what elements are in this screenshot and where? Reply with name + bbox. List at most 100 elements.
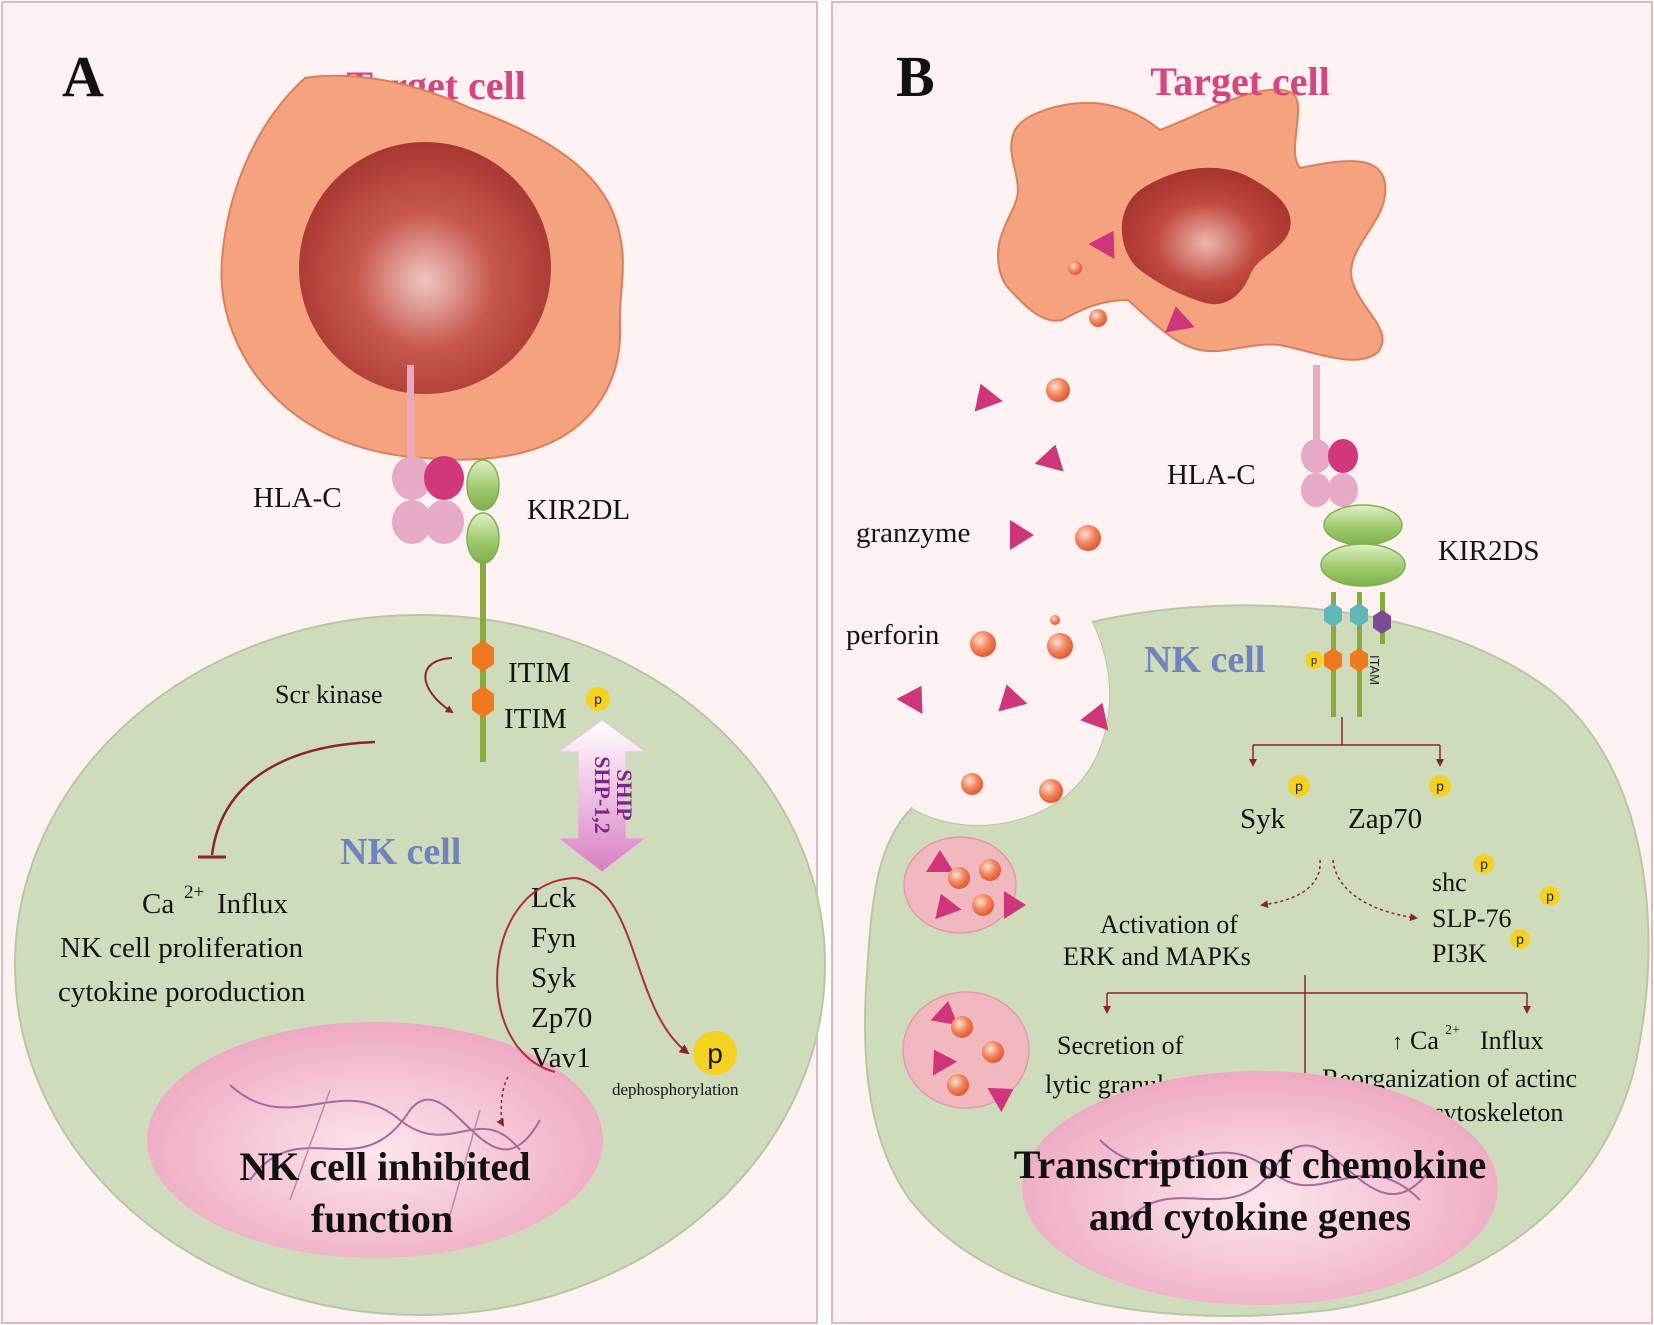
panel-a-proliferation: NK cell proliferation [60,932,304,964]
panel-b-shc-phospho [1474,854,1494,874]
panel-a-ca-influx: Influx [217,888,288,920]
panel-a-hla-domain [424,456,464,500]
vesicle-granzyme [935,893,962,920]
granzyme-granule [1165,306,1195,333]
panel-b-synapse-pocket [912,610,1110,825]
panel-b-shc-phospho-text: p [1480,856,1488,872]
panel-a-scr-arrow [424,657,454,714]
panel-b-letter: B [896,44,935,109]
panel-a-itim-label: ITIM [508,657,571,689]
panel-a-ca-symbol: Ca [142,888,174,920]
panel-b-syk-phospho [1288,775,1310,797]
panel-a-shp-label: SHP-1,2 [590,756,615,834]
vesicle-granzyme [926,850,954,872]
panel-a: A Target cell HLA-C KIR2DL ITIM ITIM p S… [1,1,826,1324]
granzyme-granule [1010,520,1034,550]
panel-a-dna-strand [229,1084,521,1151]
panel-a-nk-cell-label: NK cell [340,831,461,873]
panel-b-syk: Syk [1240,803,1286,835]
panel-b-activation-line1: Activation of [1100,910,1238,939]
granzyme-granule [1088,230,1115,260]
panel-a-inhibited-line2: function [311,1196,453,1241]
panel-b-zap70: Zap70 [1348,803,1422,835]
panel-b-nk-nucleus [1022,1071,1498,1305]
panel-b-slp76-phospho [1540,886,1560,906]
panel-b-ca-symbol: Ca [1410,1026,1439,1055]
panel-b-activation-line2: ERK and MAPKs [1063,942,1251,971]
panel-a-hla-domain [392,500,432,544]
panel-a-kinase-item: Lck [531,882,577,914]
panel-b-granzyme-label: granzyme [856,517,970,549]
panel-b-adaptor-arrow [1332,859,1418,922]
panel-b-slp76: SLP-76 [1432,904,1511,933]
panel-a-dephos-label: dephosphorylation [612,1080,739,1099]
panel-a-hla-domain [392,456,432,500]
panel-a-itim-motif [472,640,494,672]
panel-b-target-nucleus [1121,167,1291,305]
panel-a-target-nucleus [299,142,551,394]
granzyme-granule [1034,444,1064,472]
panel-b-hla-domain [1301,473,1331,507]
vesicle-granzyme [987,1087,1014,1113]
panel-b-pi3k: PI3K [1432,939,1487,968]
panel-b-zap70-phospho [1429,775,1451,797]
panel-b-itam-phospho [1305,651,1323,669]
panel-b-hla-domain [1328,439,1358,473]
granzyme-granule [896,685,923,715]
panel-b-hla-domain [1328,473,1358,507]
panel-b-vesicle-contents [926,850,1026,1113]
panel-a-scr-kinase-label: Scr kinase [275,680,383,709]
panel-a-kinase-item: Zp70 [531,1002,592,1034]
panel-b-ca-superscript: 2+ [1445,1023,1460,1038]
panel-a-ship-label: SHIP [612,769,637,820]
panel-b-target-cell-title: Target cell [1150,59,1330,104]
panel-a-kinase-item: Fyn [531,922,577,954]
panel-a-dna-rungs [289,1089,481,1216]
panel-b-adaptor-motif [1350,603,1368,627]
vesicle-perforin [979,859,1001,881]
panel-b-pi3k-phospho [1510,929,1530,949]
vesicle-granzyme [932,1049,958,1076]
panel-a-hla-domain [424,500,464,544]
vesicle-perforin [972,894,994,916]
panel-b-ca-influx: Influx [1480,1026,1544,1055]
perforin-granule [1075,525,1101,551]
perforin-granule [961,773,983,795]
panel-b-slp76-phospho-text: p [1546,888,1554,904]
panel-b-receptor-label: KIR2DS [1438,535,1540,567]
panel-a-kir-domain [466,459,500,511]
panel-b-itam-motif [1350,648,1368,672]
panel-a-dephos-badge [693,1031,737,1075]
panel-a-inhibited-line1: NK cell inhibited [239,1144,530,1189]
panel-b-hla-stem [1313,365,1320,443]
panel-b-itam-label: ITAM [1367,655,1382,685]
panel-b-dna-strand [1119,1144,1431,1231]
panel-a-itim-motif [472,686,494,718]
perforin-granule [1068,261,1082,275]
panel-b-particles [896,230,1195,803]
panel-b-adaptor-motif [1373,610,1391,634]
panel-a-shp-arrow [556,719,648,873]
panel-a-kir-domain [466,512,500,564]
panel-b-pi3k-phospho-text: p [1516,931,1524,947]
vesicle-granzyme [930,1001,959,1026]
perforin-granule [970,631,996,657]
vesicle-perforin [982,1041,1004,1063]
panel-b-up-arrow: ↑ [1392,1029,1403,1054]
perforin-granule [1047,633,1073,659]
vesicle-perforin [951,1016,973,1038]
panel-a-dephos-arrow [575,877,690,1055]
panel-b-adaptor-motif [1324,603,1342,627]
panel-b: B Target cell granzyme perforin HLA-C KI… [831,1,1653,1324]
perforin-granule [1039,779,1063,803]
panel-b-secretion-line1: Secretion of [1057,1031,1184,1060]
panel-a-dna-strand [249,1098,541,1181]
panel-a-cytokine: cytokine poroduction [58,976,306,1008]
panel-b-nk-cell-label: NK cell [1144,639,1265,681]
panel-a-itim-label: ITIM [504,703,567,735]
panel-b-kir-domain [1323,504,1403,546]
panel-a-kinase-bracket [496,877,577,1073]
